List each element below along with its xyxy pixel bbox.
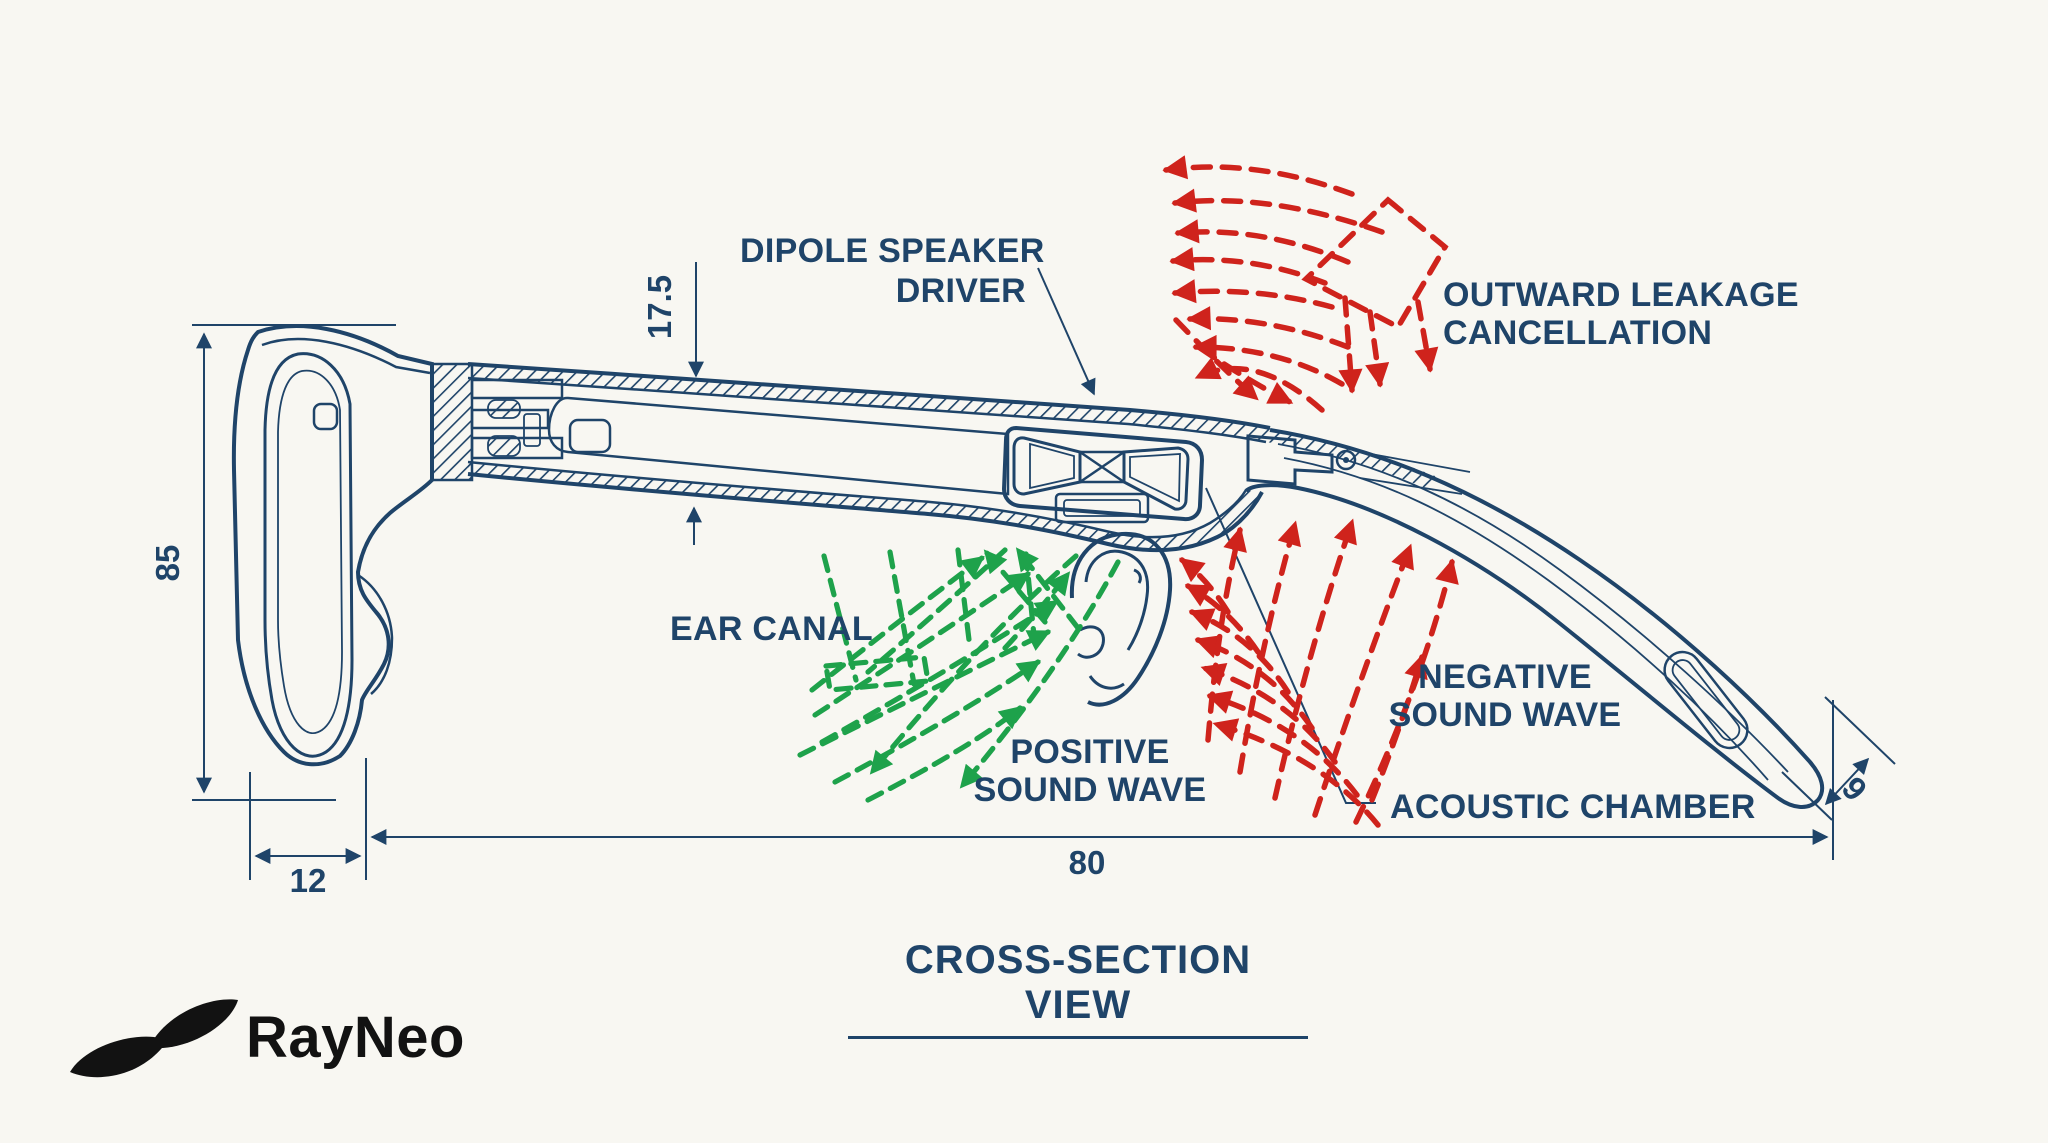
brand-name: RayNeo: [246, 1005, 465, 1070]
dimension-temple-thickness: [686, 262, 704, 545]
glasses-frame-front: [231, 324, 434, 767]
acoustic-chamber-leader-line: [1205, 487, 1376, 804]
label-ear-canal: EAR CANAL: [670, 610, 873, 648]
label-negative-sound-wave-line2: SOUND WAVE: [1388, 696, 1622, 734]
label-positive-sound-wave-line2: SOUND WAVE: [973, 771, 1207, 809]
dim-temple-thickness-value: 17.5: [641, 274, 678, 340]
negative-sound-wave-arrows: [1179, 518, 1459, 828]
page-title: CROSS-SECTION VIEW: [848, 938, 1308, 1039]
hinge-assembly: [430, 362, 564, 482]
dim-front-depth-value: 12: [289, 862, 327, 899]
label-positive-sound-wave-line1: POSITIVE: [1010, 733, 1170, 771]
dim-temple-length-value: 80: [1068, 844, 1106, 881]
label-dipole-speaker-driver-line2: DRIVER: [895, 272, 1026, 310]
temple-tip: [1244, 428, 1825, 809]
dim-front-height-value: 85: [149, 544, 186, 582]
leakage-cancellation-arrows: [1162, 155, 1449, 413]
ear-outline: [1069, 531, 1173, 707]
rayneo-bird-icon: [70, 999, 238, 1078]
dipole-speaker-leader-line: [1037, 267, 1096, 396]
temple-arm: [467, 362, 1271, 553]
dimension-front-depth: [249, 758, 367, 880]
label-dipole-speaker-driver-line1: DIPOLE SPEAKER: [740, 232, 1045, 270]
label-negative-sound-wave-line1: NEGATIVE: [1418, 658, 1592, 696]
positive-sound-wave-arrows: [797, 547, 1121, 803]
dimension-tip-thickness: [1781, 696, 1896, 821]
label-acoustic-chamber: ACOUSTIC CHAMBER: [1390, 788, 1756, 826]
label-outward-leakage-line1: OUTWARD LEAKAGE: [1443, 276, 1799, 314]
dimension-front-height: [192, 324, 396, 801]
label-outward-leakage-line2: CANCELLATION: [1443, 314, 1713, 352]
